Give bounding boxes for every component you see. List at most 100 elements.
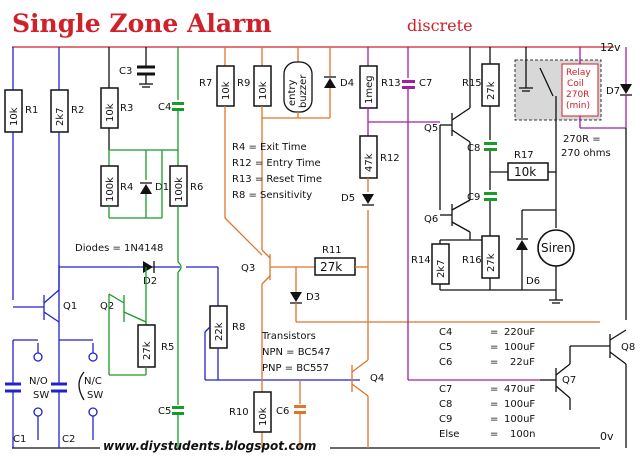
resistor-r14: 2k7 R14 (411, 240, 450, 290)
transistor-q1: Q1 (13, 265, 77, 323)
rail-0v-label: 0v (600, 430, 614, 443)
transistor-q4: Q4 (351, 359, 384, 448)
r14-ref: R14 (411, 255, 431, 266)
schematic-subtitle: discrete (407, 16, 473, 35)
resistor-r7: 10k R7 (199, 65, 263, 256)
transistor-notes-heading: Transistors (261, 331, 316, 342)
diode-d1: D1 (140, 150, 169, 218)
r6-value: 100k (174, 177, 185, 202)
r16-value: 27k (486, 253, 497, 272)
r11-ref: R11 (322, 245, 342, 256)
r10-value: 10k (258, 407, 269, 426)
resistor-r15: 27k R15 (462, 47, 500, 140)
q6-ref: Q6 (424, 214, 438, 225)
resistor-r12: 47k R12 (359, 135, 400, 192)
capval-val-1: 100uF (504, 342, 535, 353)
r17-ref: R17 (514, 150, 534, 161)
capval-eq-3: = (490, 384, 498, 395)
buzzer-line2: buzzer (298, 74, 309, 108)
diode-d3: D3 (290, 267, 320, 322)
c5-ref: C5 (158, 406, 171, 417)
capacitor-c9: C9 (467, 172, 497, 236)
r2-value: 2k7 (55, 107, 66, 126)
capacitor-c3: C3 (119, 47, 155, 88)
r14-value: 2k7 (436, 259, 447, 278)
capval-val-2: 22uF (510, 357, 535, 368)
resistor-r3: 10k R3 (100, 47, 133, 150)
rail-12v-label: 12v (600, 41, 621, 54)
relay-line2: Coil (567, 79, 584, 89)
switch-no[interactable]: N/O SW (12, 339, 49, 440)
resistor-r17: 10k R17 (490, 150, 556, 181)
capacitor-c1: C1 (5, 360, 26, 448)
c8-ref: C8 (467, 143, 480, 154)
c6-ref: C6 (276, 406, 289, 417)
d6-ref: D6 (526, 276, 540, 287)
entry-buzzer: entry buzzer (283, 47, 313, 118)
switch-no-label: N/O (29, 376, 48, 387)
capval-ref-2: C6 (439, 357, 452, 368)
d5-ref: D5 (341, 193, 355, 204)
resistor-r6: 100k R6 (169, 165, 203, 405)
transistor-notes-npn: NPN = BC547 (262, 347, 330, 358)
r5-value: 27k (142, 341, 153, 360)
capval-ref-0: C4 (439, 327, 452, 338)
capval-val-5: 100uF (504, 414, 535, 425)
capval-val-3: 470uF (504, 384, 535, 395)
c7-ref: C7 (419, 78, 432, 89)
transistor-q5: Q5 (424, 107, 471, 210)
r3-value: 10k (105, 103, 116, 122)
capval-val-4: 100uF (504, 399, 535, 410)
r8-value: 22k (214, 322, 225, 341)
r7-ref: R7 (199, 78, 212, 89)
r1-value: 10k (9, 107, 20, 126)
capacitor-c6: C6 (276, 380, 306, 448)
resistor-r9: 10k R9 (237, 47, 272, 118)
r12-value: 47k (364, 153, 375, 172)
diode-d4: D4 (324, 47, 354, 118)
r8-ref: R8 (232, 322, 245, 333)
d4-ref: D4 (340, 78, 354, 89)
resistor-r4: 100k R4 (100, 150, 133, 218)
switch-nc[interactable]: N/C SW (59, 339, 103, 440)
capacitor-c2: C2 (51, 340, 75, 448)
c2-ref: C2 (62, 434, 75, 445)
relay: Relay Coil 270R (min) (514, 47, 602, 172)
resistor-r2: 2k7 R2 (50, 47, 84, 340)
transistor-notes: Transistors NPN = BC547 PNP = BC557 (261, 331, 330, 374)
q4-ref: Q4 (370, 373, 384, 384)
diode-d7: D7 (606, 47, 632, 128)
q3-ref: Q3 (241, 263, 255, 274)
q5-ref: Q5 (424, 123, 438, 134)
transistor-q7: Q7 (540, 346, 576, 410)
c4-ref: C4 (158, 102, 171, 113)
d7-ref: D7 (606, 86, 620, 97)
r1-ref: R1 (25, 105, 38, 116)
r13-ref: R13 (381, 78, 401, 89)
q2-ref: Q2 (100, 301, 114, 312)
capval-ref-1: C5 (439, 342, 452, 353)
r17-value: 10k (514, 165, 536, 179)
r3-ref: R3 (120, 103, 133, 114)
r16-ref: R16 (462, 255, 482, 266)
capval-eq-5: = (490, 414, 498, 425)
resistor-r11: 27k R11 (314, 245, 368, 276)
capval-val-0: 220uF (504, 327, 535, 338)
resistor-r16: 27k R16 (462, 235, 500, 290)
resistor-r10: 10k R10 (229, 391, 272, 433)
c3-ref: C3 (119, 66, 132, 77)
c9-ref: C9 (467, 192, 480, 203)
capval-eq-6: = (490, 429, 498, 440)
capval-eq-0: = (490, 327, 498, 338)
q7-ref: Q7 (562, 375, 576, 386)
r10-ref: R10 (229, 407, 249, 418)
switch-nc-sw: SW (87, 390, 103, 401)
capval-eq-1: = (490, 342, 498, 353)
site-url: www.diystudents.blogspot.com (103, 439, 316, 453)
transistor-q6: Q6 (424, 199, 471, 233)
r5-ref: R5 (161, 342, 174, 353)
capacitor-values-table: C4 = 220uF C5 = 100uF C6 = 22uF C7 = 470… (439, 327, 535, 440)
relay-line1: Relay (566, 68, 591, 78)
top-rail: 12v (12, 41, 621, 54)
relay-note-line2: 270 ohms (561, 148, 611, 159)
